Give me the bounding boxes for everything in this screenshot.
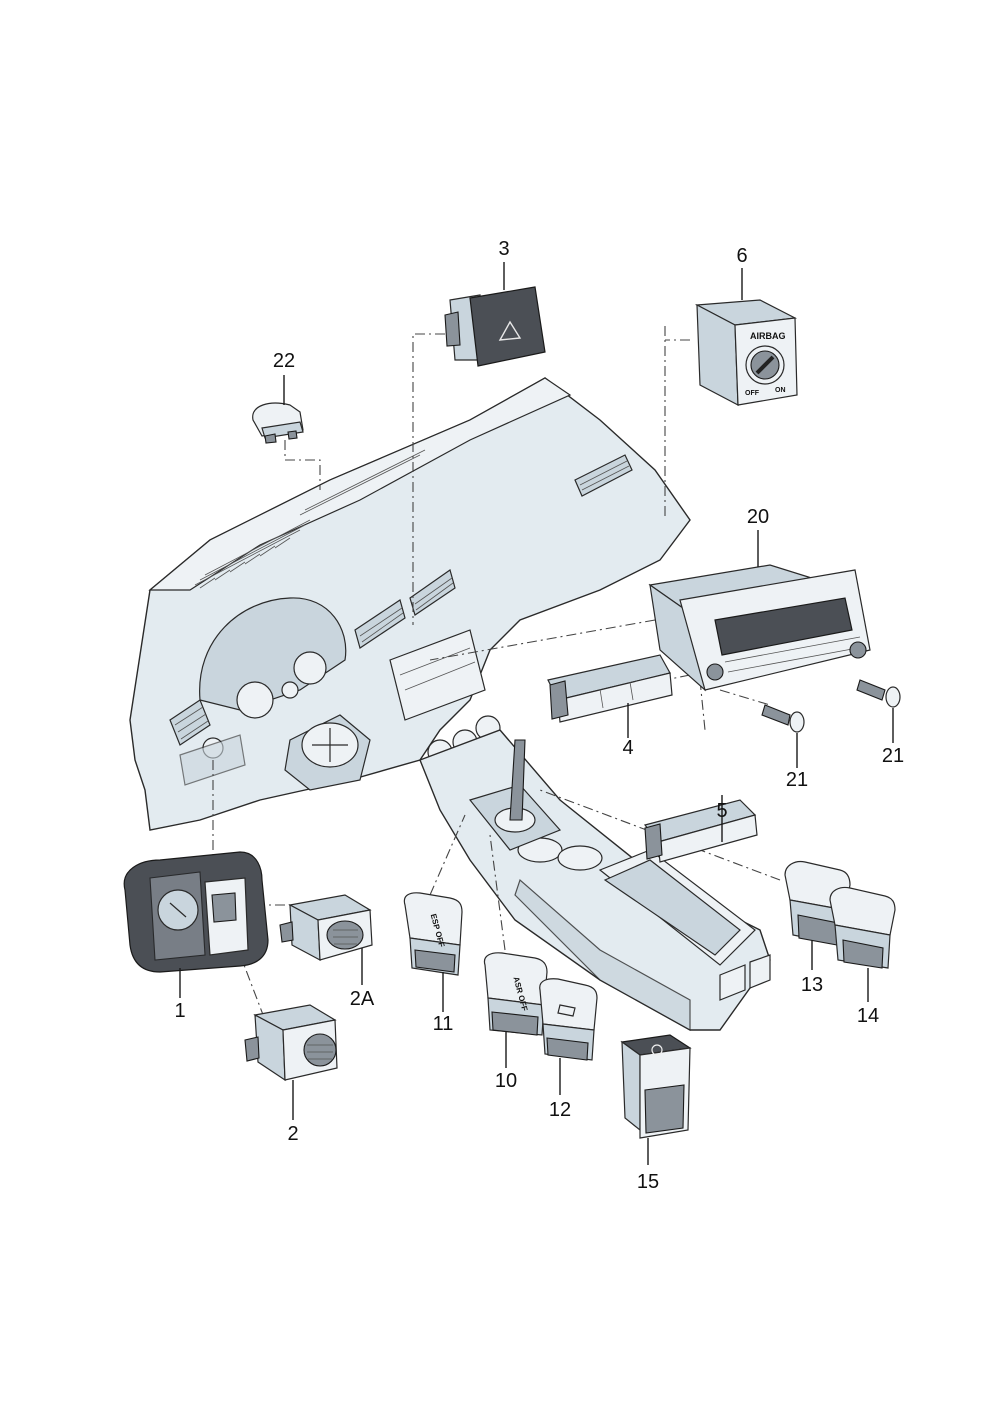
- part-3-hazard-switch: [444, 286, 546, 367]
- part-6-airbag-switch: AIRBAG OFF ON: [694, 299, 798, 407]
- part-2-range-control: [244, 1004, 338, 1082]
- callout-1: 1: [174, 1000, 185, 1022]
- part-15-button-switch: [620, 1034, 692, 1139]
- airbag-title: AIRBAG: [750, 331, 786, 341]
- part-5-switch-strip: [643, 799, 758, 863]
- part-12-button-switch: [539, 978, 598, 1061]
- leader-lines: [179, 262, 894, 1165]
- callout-labels: 3 6 22 20 4 21 21 5 1 2A 2 11 10 12 13 1…: [174, 238, 904, 1193]
- callout-20: 20: [747, 506, 769, 528]
- callout-13: 13: [801, 974, 823, 996]
- airbag-on-label: ON: [775, 387, 786, 394]
- callout-22: 22: [273, 350, 295, 372]
- callout-12: 12: [549, 1099, 571, 1121]
- callout-21-a: 21: [786, 769, 808, 791]
- part-10-button-switch: ASR OFF: [483, 952, 548, 1036]
- callout-14: 14: [857, 1005, 879, 1027]
- part-21-screw-b: [856, 679, 901, 708]
- callout-15: 15: [637, 1171, 659, 1193]
- callout-6: 6: [736, 245, 747, 267]
- part-2A-range-control: [279, 894, 373, 962]
- airbag-key-slot-icon: [755, 355, 775, 375]
- hazard-triangle-icon: [498, 320, 522, 341]
- part-15-symbol-icon: [651, 1044, 663, 1056]
- callout-2: 2: [287, 1123, 298, 1145]
- part-20-radio-unit: [648, 564, 871, 692]
- part-11-button-switch: ESP OFF: [403, 892, 463, 976]
- part-21-screw-a: [761, 704, 805, 733]
- callout-4: 4: [622, 737, 633, 759]
- callout-21-b: 21: [882, 745, 904, 767]
- dashboard-assembly: [129, 377, 771, 1032]
- callout-5: 5: [716, 800, 727, 822]
- part-14-button-switch: [829, 886, 896, 969]
- callout-10: 10: [495, 1070, 517, 1092]
- callout-2A: 2A: [350, 988, 375, 1010]
- part-4-switch-strip: [547, 654, 673, 723]
- airbag-off-label: OFF: [745, 390, 760, 397]
- callout-3: 3: [498, 238, 509, 260]
- part-22-small-switch: [252, 402, 304, 444]
- part-1-light-switch: [123, 851, 269, 973]
- callout-11: 11: [433, 1013, 454, 1035]
